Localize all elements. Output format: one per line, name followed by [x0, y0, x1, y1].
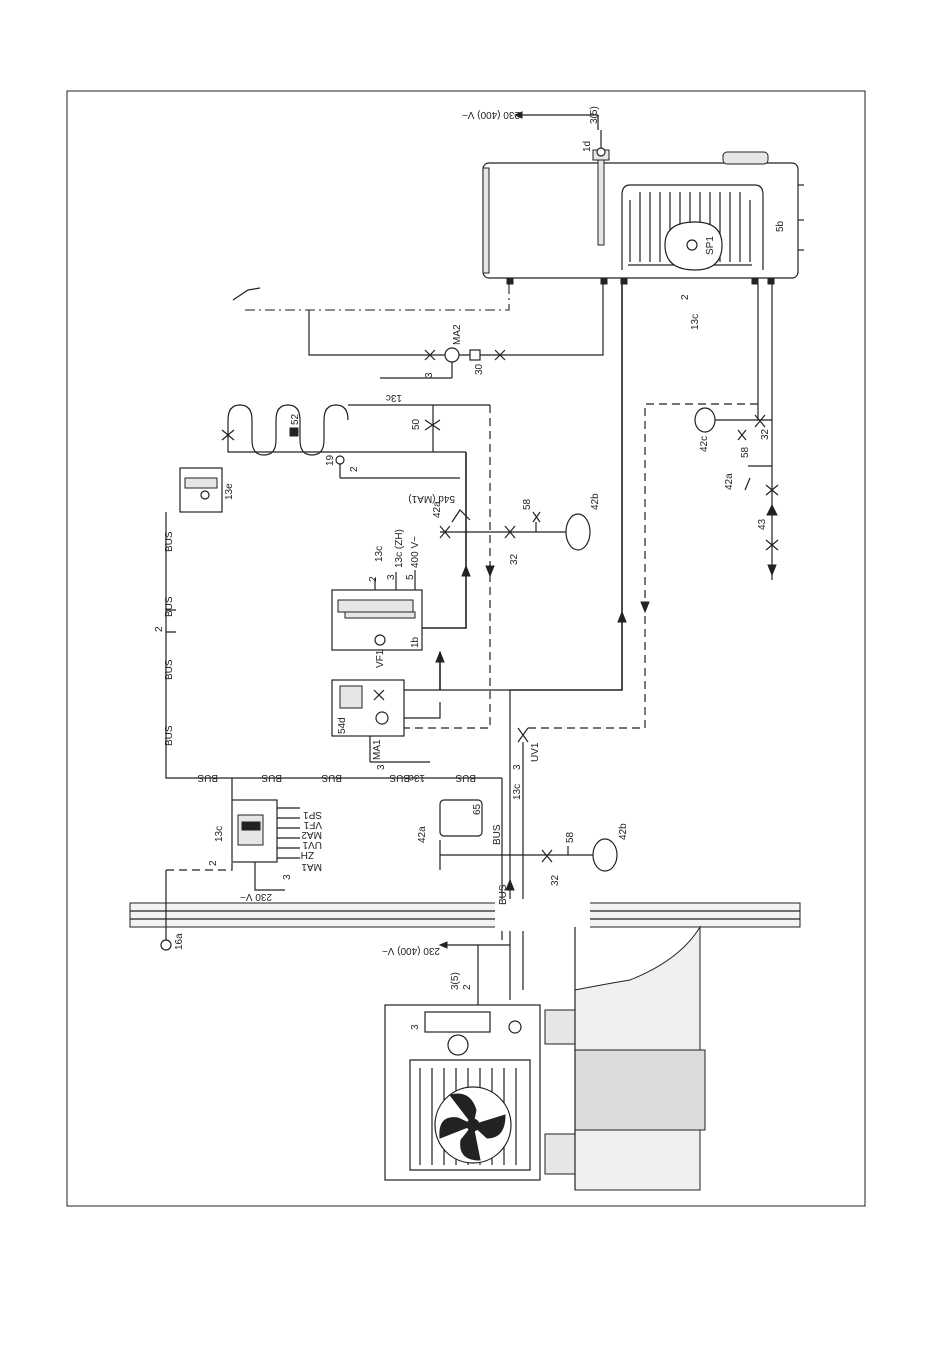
label-5b: 5b	[775, 220, 786, 232]
label-13c-1b: 13c	[374, 546, 385, 562]
label-52: 52	[290, 413, 301, 425]
label-13c-uv1: 13c	[512, 784, 523, 800]
label-bus-h2: BUS	[261, 772, 282, 783]
label-32-mid: 32	[509, 553, 520, 565]
label-5-1b: 5	[405, 574, 416, 580]
temp-sensor-sp1-icon	[687, 240, 697, 250]
remote-control-13e	[180, 468, 222, 512]
label-3-ma1: 3	[376, 764, 387, 770]
label-58-r: 58	[740, 446, 751, 458]
label-3-uv1: 3	[512, 764, 523, 770]
label-bus-h4: BUS	[389, 772, 410, 783]
controller-13c	[232, 800, 277, 862]
label-bus-v2: BUS	[498, 884, 509, 905]
label-2-low: 2	[462, 984, 473, 990]
label-out-ma1: MA1	[301, 861, 322, 872]
label-42a-r: 42a	[724, 473, 735, 490]
label-2-1b: 2	[368, 576, 379, 582]
label-bus-h1: BUS	[197, 772, 218, 783]
label-230v-ctrl: 230 V~	[240, 891, 272, 902]
label-bus-h3: BUS	[321, 772, 342, 783]
ground	[545, 927, 705, 1190]
heat-pump-3	[385, 1005, 540, 1180]
label-58-mid: 58	[522, 498, 533, 510]
label-sp1: SP1	[705, 236, 716, 255]
label-ma1: MA1	[372, 739, 383, 760]
label-uv1: UV1	[530, 742, 541, 762]
label-3-ma2: 3	[424, 372, 435, 378]
label-1b: 1b	[410, 636, 421, 648]
label-35-low: 3(5)	[450, 972, 461, 990]
label-ma2: MA2	[452, 324, 463, 345]
label-3-ctrl: 3	[282, 874, 293, 880]
label-42a-mid: 42a	[432, 501, 443, 518]
label-42a-low: 42a	[417, 826, 428, 843]
label-3-1b: 3	[386, 574, 397, 580]
label-13c-tank: 13c	[690, 314, 701, 330]
expansion-vessel-42c-icon	[695, 408, 715, 432]
label-vf1: VF1	[375, 649, 386, 668]
label-58-low: 58	[565, 831, 576, 843]
label-3-hp: 3	[410, 1024, 421, 1030]
label-230v-low: 230 (400) V~	[382, 945, 440, 956]
label-65: 65	[472, 803, 483, 815]
label-42b-mid: 42b	[590, 493, 601, 510]
label-32-r: 32	[760, 428, 771, 440]
label-230v-top: 230 (400) V~	[462, 109, 520, 120]
module-1b	[332, 590, 422, 650]
label-bus-4: BUS	[164, 725, 175, 746]
label-35-top: 3(5)	[589, 106, 600, 124]
label-400v: 400 V~	[410, 536, 421, 568]
label-13c-zh: 13c (ZH)	[394, 529, 405, 568]
dhw-circulation	[233, 284, 603, 378]
label-2-19: 2	[349, 466, 360, 472]
label-bus-v: BUS	[492, 824, 503, 845]
label-2-tank: 2	[680, 294, 691, 300]
label-bus-1: BUS	[164, 531, 175, 552]
expansion-vessel-42b-icon	[566, 514, 590, 550]
label-2-ctrl: 2	[208, 860, 219, 866]
pump-ma1-icon	[376, 712, 388, 724]
label-bus-3: BUS	[164, 659, 175, 680]
label-32-low: 32	[550, 874, 561, 886]
label-13e: 13e	[224, 483, 235, 500]
label-19: 19	[325, 454, 336, 466]
label-54d: 54d	[337, 717, 348, 734]
label-16a: 16a	[174, 933, 185, 950]
label-13c-ma1: 13c	[409, 772, 425, 783]
label-bus-2: BUS	[164, 596, 175, 617]
label-2-bus: 2	[154, 626, 165, 632]
storage-tank	[483, 130, 804, 284]
label-bus-h5: BUS	[455, 772, 476, 783]
label-13c-ctrl: 13c	[214, 826, 225, 842]
label-out-sp1: SP1	[303, 809, 322, 820]
label-1d: 1d	[582, 141, 593, 152]
label-42c: 42c	[699, 436, 710, 452]
label-13c-ma2: 13c	[386, 392, 402, 403]
label-43: 43	[757, 518, 768, 530]
label-42b-low: 42b	[618, 823, 629, 840]
label-50: 50	[411, 418, 422, 430]
wall	[130, 903, 800, 927]
pump-ma2-icon	[445, 348, 459, 362]
label-30: 30	[474, 363, 485, 375]
